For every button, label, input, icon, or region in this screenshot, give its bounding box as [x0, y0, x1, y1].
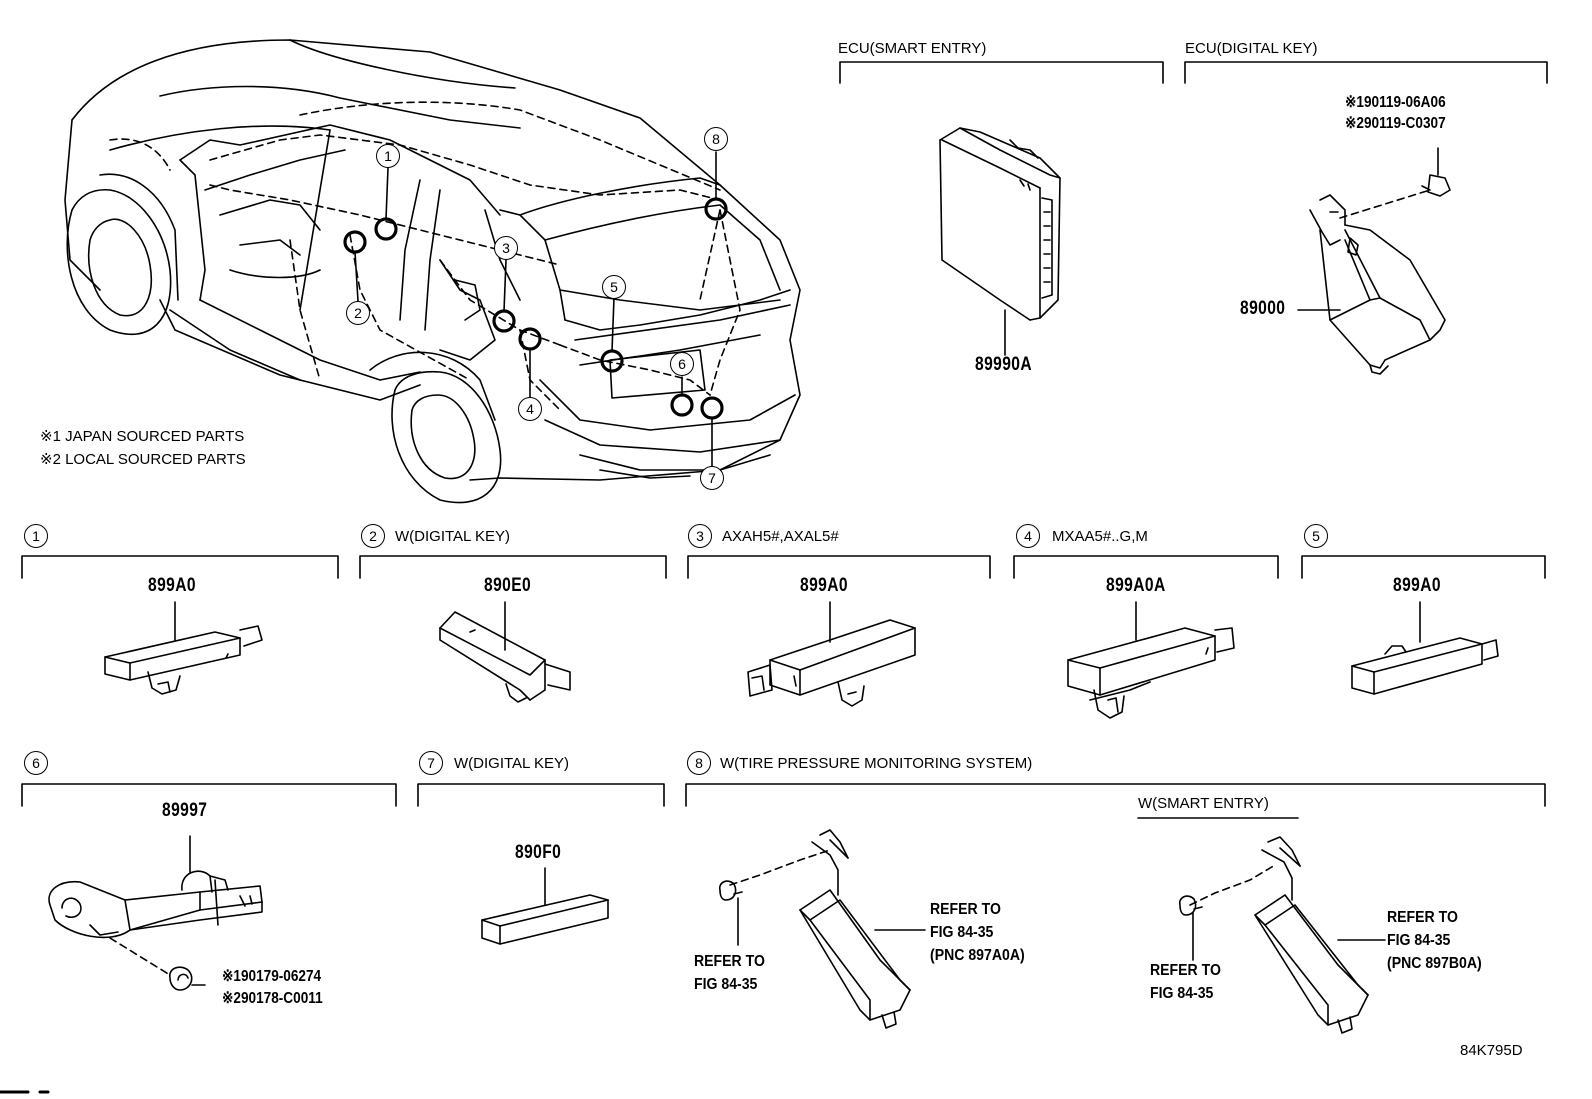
section8-left-part-ref: REFER TO FIG 84-35 (PNC 897A0A): [930, 898, 1025, 967]
section1-number: 1: [24, 524, 48, 548]
part2-drawing: [439, 601, 571, 703]
ref-line: FIG 84-35: [694, 976, 758, 993]
row1-brackets: [21, 555, 1546, 579]
section5-number: 5: [1304, 524, 1328, 548]
ecu-digital-key-drawing: [1297, 147, 1451, 375]
car-marker-4: 4: [518, 397, 542, 421]
ref-line: FIG 84-35: [1387, 932, 1451, 949]
section4-part: 899A0A: [1106, 575, 1166, 596]
car-marker-3: 3: [494, 236, 518, 260]
section4-number: 4: [1016, 524, 1040, 548]
note-local-sourced: ※2 LOCAL SOURCED PARTS: [40, 451, 246, 468]
car-marker-5: 5: [602, 275, 626, 299]
part7-drawing: [481, 867, 609, 945]
ecu-digital-key-title: ECU(DIGITAL KEY): [1185, 40, 1318, 57]
part5-drawing: [1351, 601, 1499, 695]
ref-line: FIG 84-35: [1150, 985, 1214, 1002]
section6-code1: ※190179-06274: [222, 968, 322, 985]
car-marker-1: 1: [376, 144, 400, 168]
ref-line: REFER TO: [1387, 909, 1458, 926]
section2-part: 890E0: [484, 575, 532, 596]
section8-number: 8: [687, 751, 711, 775]
ecu-digital-key-part: 89000: [1240, 298, 1286, 319]
ecu-digital-key-code1: ※190119-06A06: [1345, 94, 1446, 111]
section8-left-bolt-ref: REFER TO FIG 84-35: [694, 950, 765, 996]
section6-number: 6: [24, 751, 48, 775]
part6-drawing: [48, 835, 263, 991]
section3-part: 899A0: [800, 575, 848, 596]
ref-line: FIG 84-35: [930, 924, 994, 941]
section6-code2: ※290178-C0011: [222, 990, 323, 1007]
part8-left-drawing: [718, 829, 926, 1029]
ecu-smart-entry-title: ECU(SMART ENTRY): [838, 40, 987, 57]
ref-line: (PNC 897B0A): [1387, 955, 1482, 972]
section1-part: 899A0: [148, 575, 196, 596]
section8-subtitle: W(SMART ENTRY): [1138, 795, 1269, 812]
section8-right-bolt-ref: REFER TO FIG 84-35: [1150, 959, 1221, 1005]
section3-title: AXAH5#,AXAL5#: [722, 528, 839, 545]
part1-drawing: [104, 601, 263, 695]
part4-drawing: [1067, 601, 1235, 719]
ref-line: REFER TO: [1150, 962, 1221, 979]
ref-line: REFER TO: [930, 901, 1001, 918]
section3-number: 3: [688, 524, 712, 548]
section4-title: MXAA5#..G,M: [1052, 528, 1148, 545]
section2-title: W(DIGITAL KEY): [395, 528, 511, 545]
car-marker-8: 8: [704, 127, 728, 151]
section7-part: 890F0: [515, 842, 562, 863]
section8-title: W(TIRE PRESSURE MONITORING SYSTEM): [720, 755, 1033, 772]
car-illustration: [64, 39, 801, 504]
part8-right-drawing: [1178, 836, 1386, 1034]
ecu-digital-key-code2: ※290119-C0307: [1345, 115, 1446, 132]
part3-drawing: [747, 601, 916, 707]
ref-line: REFER TO: [694, 953, 765, 970]
car-marker-6: 6: [670, 352, 694, 376]
section5-part: 899A0: [1393, 575, 1441, 596]
top-brackets: [839, 61, 1548, 84]
ecu-smart-entry-part: 89990A: [975, 354, 1033, 375]
car-marker-7: 7: [700, 466, 724, 490]
row2-brackets: [21, 783, 1546, 819]
ref-line: (PNC 897A0A): [930, 947, 1025, 964]
section2-number: 2: [361, 524, 385, 548]
section8-right-part-ref: REFER TO FIG 84-35 (PNC 897B0A): [1387, 906, 1482, 975]
section7-number: 7: [419, 751, 443, 775]
figure-id: 84K795D: [1460, 1042, 1523, 1059]
section6-part: 89997: [162, 800, 208, 821]
car-marker-2: 2: [346, 301, 370, 325]
section7-title: W(DIGITAL KEY): [454, 755, 570, 772]
note-japan-sourced: ※1 JAPAN SOURCED PARTS: [40, 428, 245, 445]
ecu-smart-entry-drawing: [939, 127, 1061, 356]
